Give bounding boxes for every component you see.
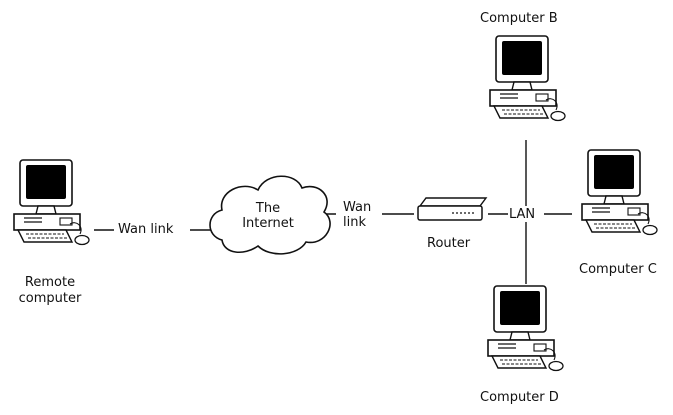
wan-link-left-label: Wan link (118, 222, 174, 237)
remote-computer-label-line1: Remote (24, 275, 76, 290)
computer-b-icon (489, 35, 566, 122)
remote-computer-label-line2: computer (18, 291, 82, 306)
computer-c-label: Computer C (579, 262, 657, 277)
computer-c-icon (581, 149, 658, 236)
router-icon (417, 197, 488, 221)
router-label: Router (427, 236, 471, 251)
internet-label-line1: The (255, 201, 281, 216)
computer-d-icon (487, 285, 564, 372)
cloud-icon (209, 175, 331, 255)
computer-b-label: Computer B (480, 11, 558, 26)
lan-label: LAN (509, 207, 536, 222)
wan-link-right-label-line2: link (343, 215, 366, 230)
remote-computer-icon (13, 159, 90, 246)
wan-link-right-label-line1: Wan (343, 200, 372, 215)
computer-d-label: Computer D (480, 390, 559, 405)
internet-label-line2: Internet (242, 216, 294, 231)
